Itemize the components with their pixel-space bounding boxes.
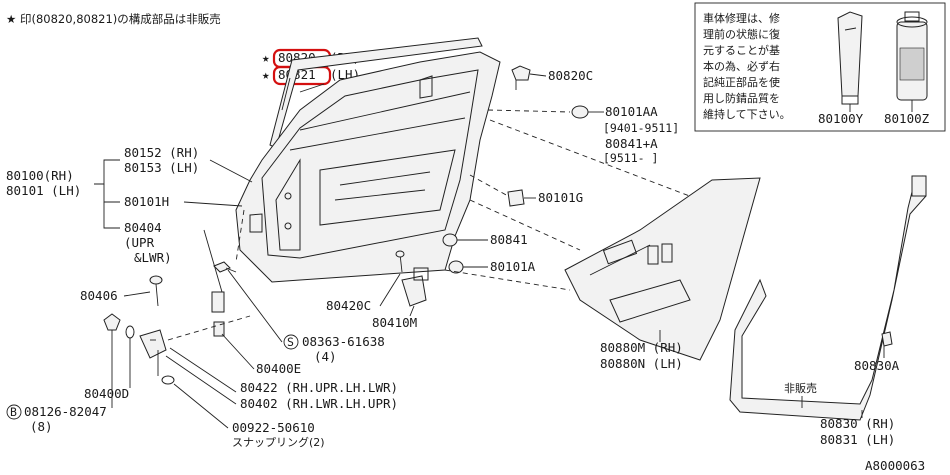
part-80410m-label: 80410M: [372, 315, 417, 330]
b-mark: B: [10, 405, 17, 419]
part-80820c-label: 80820C: [548, 68, 593, 83]
diagram-id: A8000063: [865, 458, 925, 473]
part-80101-label: 80101 (LH): [6, 183, 81, 198]
part-08363-qty: (4): [314, 349, 337, 364]
washer-80400d: [125, 325, 135, 339]
part-08126-label: 08126-82047: [24, 404, 107, 419]
part-80100y-label: 80100Y: [818, 111, 864, 126]
bolt-08126: [103, 313, 121, 331]
part-80400e-label: 80400E: [256, 361, 301, 376]
door-trim-panel: [564, 177, 761, 361]
star-mark-2: ★: [262, 67, 270, 82]
part-80830-label: 80830 (RH): [820, 416, 895, 431]
info-line-3: 元することが基: [703, 43, 780, 57]
door-shell: [235, 51, 501, 283]
part-80404-sub1: (UPR: [124, 235, 155, 250]
part-00922-label: 00922-50610: [232, 420, 315, 435]
hinge-80404: [211, 291, 225, 337]
s-mark-circle: [283, 334, 299, 350]
part-80153-label: 80153 (LH): [124, 160, 199, 175]
part-80841a-range: [9511- ]: [603, 151, 658, 165]
info-line-6: 用し防錆品質を: [703, 91, 780, 105]
b-mark-circle: [6, 404, 22, 420]
door-seal: [729, 175, 927, 421]
part-80406-label: 80406: [80, 288, 118, 303]
spray-can-icon: [896, 11, 928, 112]
star-mark-1: ★: [262, 50, 270, 65]
part-80101a-label: 80101A: [490, 259, 536, 274]
part-80101aa-range: [9401-9511]: [603, 121, 679, 135]
part-80400d-label: 80400D: [84, 386, 129, 401]
part-80404-label: 80404: [124, 220, 162, 235]
part-80830a-label: 80830A: [854, 358, 900, 373]
clip-80830a: [881, 331, 893, 358]
part-08126-qty: (8): [30, 419, 53, 434]
hinge-bolt-80404: [213, 261, 237, 273]
clip-80820c: [511, 65, 531, 90]
hinge-bracket-80402: [139, 329, 167, 359]
part-80420c-label: 80420C: [326, 298, 371, 313]
part-80152-label: 80152 (RH): [124, 145, 199, 160]
pin-80406: [149, 275, 163, 307]
part-80100z-label: 80100Z: [884, 111, 930, 126]
part-80422-label: 80422 (RH.UPR.LH.LWR): [240, 380, 398, 395]
part-80404-sub2: &LWR): [134, 250, 172, 265]
clip-80101a: [448, 260, 464, 274]
info-line-1: 車体修理は、修: [703, 11, 780, 25]
header-note: ★ 印(80820,80821)の構成部品は非販売: [6, 12, 221, 26]
part-80101aa-label: 80101AA: [605, 104, 658, 119]
lock-80410m: [401, 267, 429, 307]
part-80880m-label: 80880M (RH): [600, 340, 683, 355]
part-80100-label: 80100(RH): [6, 168, 74, 183]
part-00922-name: スナップリング(2): [232, 435, 325, 449]
snap-ring-00922: [161, 375, 175, 385]
clip-80101aa: [571, 105, 589, 119]
part-80402-label: 80402 (RH.LWR.LH.UPR): [240, 396, 398, 411]
info-box-frame: [694, 2, 946, 132]
info-line-7: 維持して下さい。: [703, 107, 791, 121]
s-mark: S: [287, 335, 294, 349]
sealer-tube-icon: [837, 11, 863, 112]
info-line-4: 本の為、必ず右: [703, 59, 780, 73]
info-box: 車体修理は、修 理前の状態に復 元することが基 本の為、必ず右 記純正部品を使 …: [694, 2, 946, 132]
part-80880n-label: 80880N (LH): [600, 356, 683, 371]
part-80831-label: 80831 (LH): [820, 432, 895, 447]
info-line-2: 理前の状態に復: [703, 27, 780, 41]
clip-80101g: [507, 189, 525, 207]
clip-80841: [442, 233, 458, 247]
part-08363-label: 08363-61638: [302, 334, 385, 349]
info-line-5: 記純正部品を使: [703, 75, 780, 89]
striker-80420c: [395, 250, 405, 273]
part-80101g-label: 80101G: [538, 190, 583, 205]
part-80841a-label: 80841+A: [605, 136, 658, 151]
not-sold-label: 非販売: [784, 382, 817, 395]
part-80101h-label: 80101H: [124, 194, 169, 209]
part-80841-label: 80841: [490, 232, 528, 247]
